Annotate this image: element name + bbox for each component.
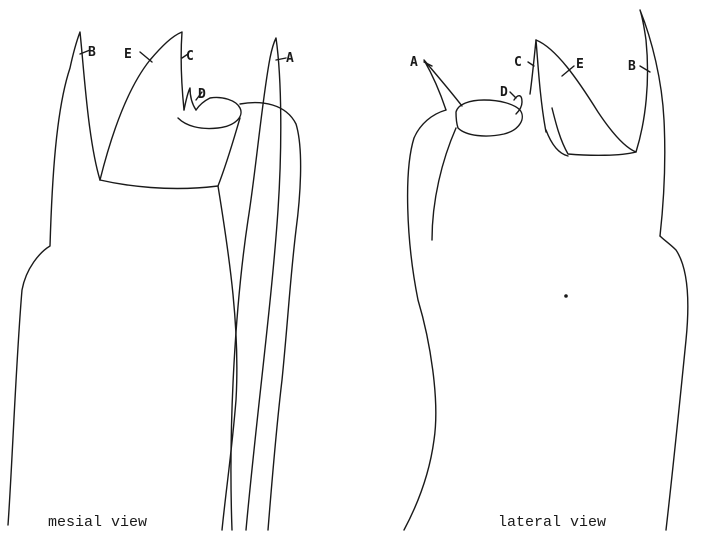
lateral-view-drawing: A C E B D lateral view — [404, 10, 688, 531]
mesial-leader-e — [140, 52, 152, 62]
lateral-outer-left — [404, 110, 446, 530]
lateral-process-a — [424, 60, 462, 110]
mesial-process-c — [184, 88, 196, 110]
lateral-label-a: A — [410, 55, 418, 70]
lateral-label-e: E — [576, 57, 584, 72]
lateral-process-c — [530, 40, 546, 132]
mesial-label-b: B — [88, 45, 96, 60]
lateral-outer-right — [660, 236, 688, 530]
mesial-process-d — [178, 97, 241, 128]
lateral-inner-line — [432, 128, 456, 240]
lateral-process-b — [636, 10, 665, 236]
lateral-label-c: C — [514, 55, 522, 70]
mesial-label-e: E — [124, 47, 132, 62]
lateral-process-d — [456, 100, 522, 136]
mesial-process-a — [231, 38, 281, 530]
lateral-dot — [564, 294, 568, 298]
mesial-leader-a — [276, 58, 286, 60]
lateral-caption: lateral view — [498, 514, 606, 531]
lateral-leader-b — [640, 66, 650, 72]
mesial-label-d: D — [198, 87, 206, 102]
mesial-label-c: C — [186, 49, 194, 64]
mesial-caption: mesial view — [48, 514, 147, 531]
mesial-label-a: A — [286, 51, 294, 66]
lateral-label-d: D — [500, 85, 508, 100]
mesial-view-drawing: B E C D A mesial view — [8, 32, 301, 531]
lateral-e-base — [546, 130, 568, 156]
mesial-right-body — [240, 103, 301, 530]
lateral-leader-d — [510, 92, 516, 98]
mesial-outer-contour — [8, 32, 100, 525]
lateral-label-b: B — [628, 59, 636, 74]
lateral-process-e — [536, 40, 636, 155]
